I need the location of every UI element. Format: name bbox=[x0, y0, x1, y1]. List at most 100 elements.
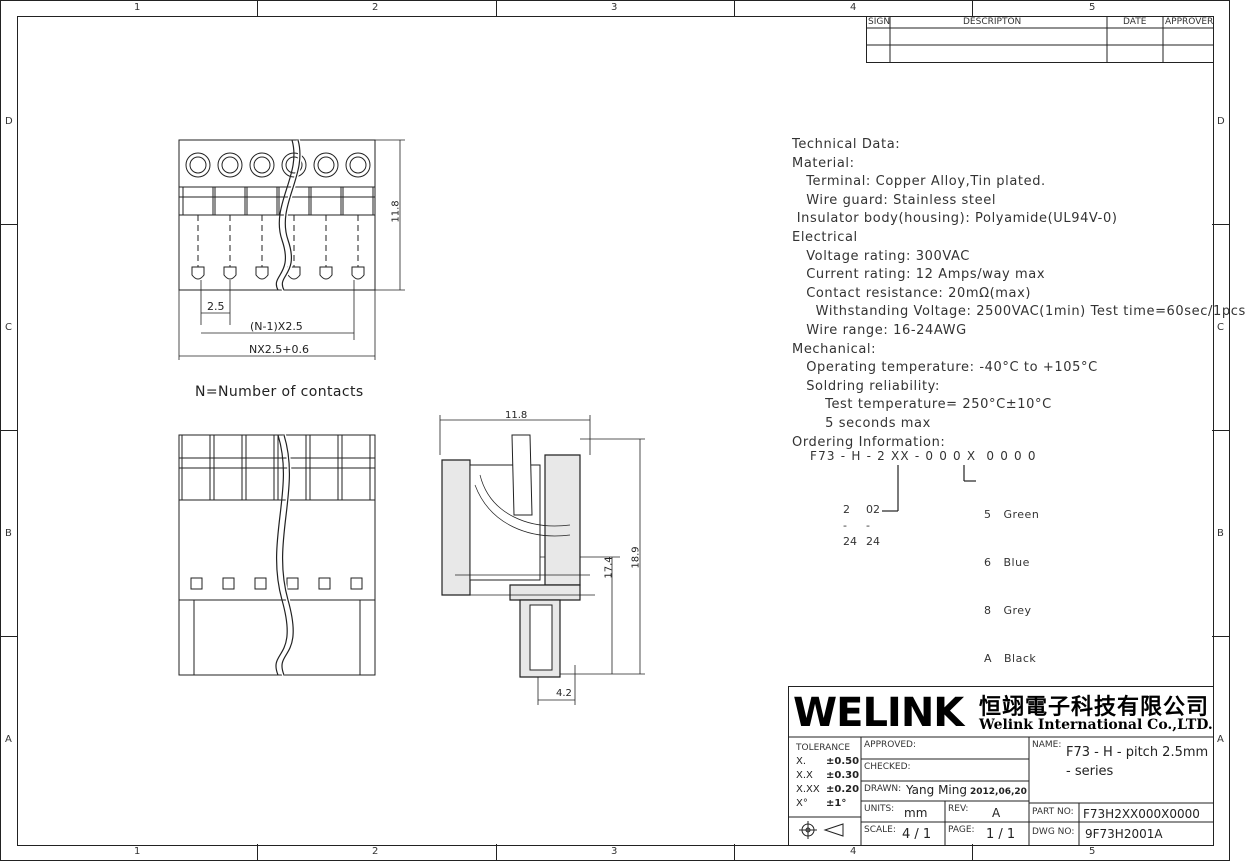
tech-line: Wire guard: Stainless steel bbox=[792, 192, 997, 208]
ordering-pins-a: 2 - 24 bbox=[843, 502, 857, 550]
note-contacts: N=Number of contacts bbox=[195, 384, 364, 400]
drawn-by: Yang Ming bbox=[906, 783, 967, 797]
zone-divider-bottom bbox=[0, 844, 1230, 860]
wire-entry bbox=[310, 186, 342, 216]
zone-label-right-c: C bbox=[1217, 322, 1224, 333]
pins-b-max: 24 bbox=[866, 535, 880, 548]
tech-line: Material: bbox=[792, 155, 855, 171]
pins-a-dash: - bbox=[843, 519, 847, 532]
contact-screw-inner bbox=[189, 156, 207, 174]
pin-window bbox=[286, 577, 299, 590]
dim-side-h1: 17.4 bbox=[603, 556, 615, 579]
tech-line: Contact resistance: 20mΩ(max) bbox=[792, 285, 1032, 301]
dim-overall: NX2.5+0.6 bbox=[249, 343, 309, 356]
pin-window bbox=[350, 577, 363, 590]
zone-label-bottom-3: 3 bbox=[611, 846, 618, 857]
tolerance-key: X.XX bbox=[796, 784, 820, 795]
zone-divider-left bbox=[0, 0, 17, 861]
front-view-top bbox=[178, 139, 405, 360]
color-black: A Black bbox=[984, 652, 1037, 665]
tolerance-key: X° bbox=[796, 798, 808, 809]
ordering-leaders bbox=[882, 465, 976, 512]
tolerance-row: X.X ±0.30 bbox=[796, 769, 859, 783]
contact-screw-inner bbox=[221, 156, 239, 174]
name-label: NAME: bbox=[1032, 740, 1062, 750]
zone-label-right-b: B bbox=[1217, 528, 1224, 539]
ordering-colors: 5 Green 6 Blue 8 Grey A Black bbox=[984, 475, 1039, 683]
pin-window bbox=[254, 577, 267, 590]
rev-value: A bbox=[992, 806, 1001, 820]
zone-label-bottom-4: 4 bbox=[850, 846, 857, 857]
contact-pin bbox=[351, 266, 365, 280]
company-logo: WELINK bbox=[793, 690, 964, 736]
pins-b-dash: - bbox=[866, 519, 870, 532]
wire-entry bbox=[214, 186, 246, 216]
tolerance-key: X.X bbox=[796, 770, 813, 781]
contact-screw bbox=[185, 152, 211, 178]
pin-window bbox=[190, 577, 203, 590]
company-name-cn: 恒翊電子科技有限公司 bbox=[979, 694, 1210, 720]
company-name-en: Welink International Co.,LTD. bbox=[979, 717, 1213, 733]
dim-n1-pitch: (N-1)X2.5 bbox=[250, 320, 303, 333]
tech-line: Terminal: Copper Alloy,Tin plated. bbox=[792, 174, 1046, 190]
wire-entry bbox=[342, 186, 374, 216]
dim-side-h2: 18.9 bbox=[630, 546, 642, 569]
tech-line: Operating temperature: -40°C to +105°C bbox=[792, 360, 1098, 376]
dim-side-width: 11.8 bbox=[505, 410, 528, 421]
drawn-date: 2012,06,20 bbox=[970, 787, 1027, 797]
name-line1: F73 - H - pitch 2.5mm bbox=[1066, 745, 1209, 760]
zone-label-left-c: C bbox=[5, 322, 12, 333]
zone-label-left-d: D bbox=[5, 116, 13, 127]
revision-table: SIGN DESCRIPTON DATE APPROVER bbox=[866, 16, 1213, 63]
units-value: mm bbox=[904, 806, 928, 820]
side-view bbox=[439, 415, 645, 705]
rev-label: REV: bbox=[948, 804, 969, 814]
dwg-no: 9F73H2001A bbox=[1085, 827, 1163, 841]
tech-line: Withstanding Voltage: 2500VAC(1min) Test… bbox=[792, 304, 1246, 320]
name-line2: - series bbox=[1066, 764, 1114, 779]
zone-label-bottom-2: 2 bbox=[372, 846, 379, 857]
scale-label: SCALE: bbox=[864, 825, 896, 835]
tolerance-value: ±0.30 bbox=[826, 770, 860, 781]
dim-pitch: 2.5 bbox=[207, 300, 225, 313]
tech-line: 5 seconds max bbox=[792, 415, 931, 431]
tech-line: Ordering Information: bbox=[792, 434, 946, 450]
checked-label: CHECKED: bbox=[864, 762, 911, 772]
ordering-pins-b: 02 - 24 bbox=[866, 502, 880, 550]
contact-screw bbox=[345, 152, 371, 178]
zone-divider-top bbox=[0, 0, 1230, 16]
tech-line: Soldring reliability: bbox=[792, 378, 941, 394]
zone-label-top-2: 2 bbox=[372, 2, 379, 13]
tech-line: Test temperature= 250°C±10°C bbox=[792, 397, 1052, 413]
rev-header-sign: SIGN bbox=[868, 17, 891, 27]
contact-pin bbox=[319, 266, 333, 280]
terminal-block bbox=[309, 434, 339, 501]
contact-pin bbox=[223, 266, 237, 280]
page-label: PAGE: bbox=[948, 825, 975, 835]
tolerance-value: ±0.50 bbox=[826, 756, 860, 767]
part-label: PART NO: bbox=[1032, 807, 1074, 817]
color-blue: 6 Blue bbox=[984, 556, 1030, 569]
terminal-block bbox=[213, 434, 243, 501]
color-green: 5 Green bbox=[984, 508, 1040, 521]
projection-symbol bbox=[799, 821, 849, 845]
tolerance-value: ±1° bbox=[826, 798, 847, 809]
drawn-label: DRAWN: bbox=[864, 784, 902, 794]
dim-height-front: 11.8 bbox=[390, 200, 402, 223]
contact-screw bbox=[217, 152, 243, 178]
zone-divider-right bbox=[1212, 0, 1230, 861]
ordering-code: F73 - H - 2 XX - 0 0 0 X 0 0 0 0 bbox=[810, 449, 1037, 463]
tech-line: Current rating: 12 Amps/way max bbox=[792, 267, 1046, 283]
tech-line: Technical Data: bbox=[792, 137, 901, 152]
title-block: WELINK 恒翊電子科技有限公司 Welink International C… bbox=[788, 686, 1214, 846]
scale-value: 4 / 1 bbox=[902, 827, 932, 842]
contact-screw bbox=[249, 152, 275, 178]
tolerance-label: TOLERANCE bbox=[796, 743, 851, 753]
tech-line: Voltage rating: 300VAC bbox=[792, 248, 970, 264]
tolerance-row: X° ±1° bbox=[796, 797, 859, 811]
rev-header-approver: APPROVER bbox=[1165, 17, 1214, 27]
terminal-block bbox=[341, 434, 371, 501]
rev-header-description: DESCRIPTON bbox=[963, 17, 1022, 27]
dim-pin-offset: 4.2 bbox=[556, 688, 572, 699]
